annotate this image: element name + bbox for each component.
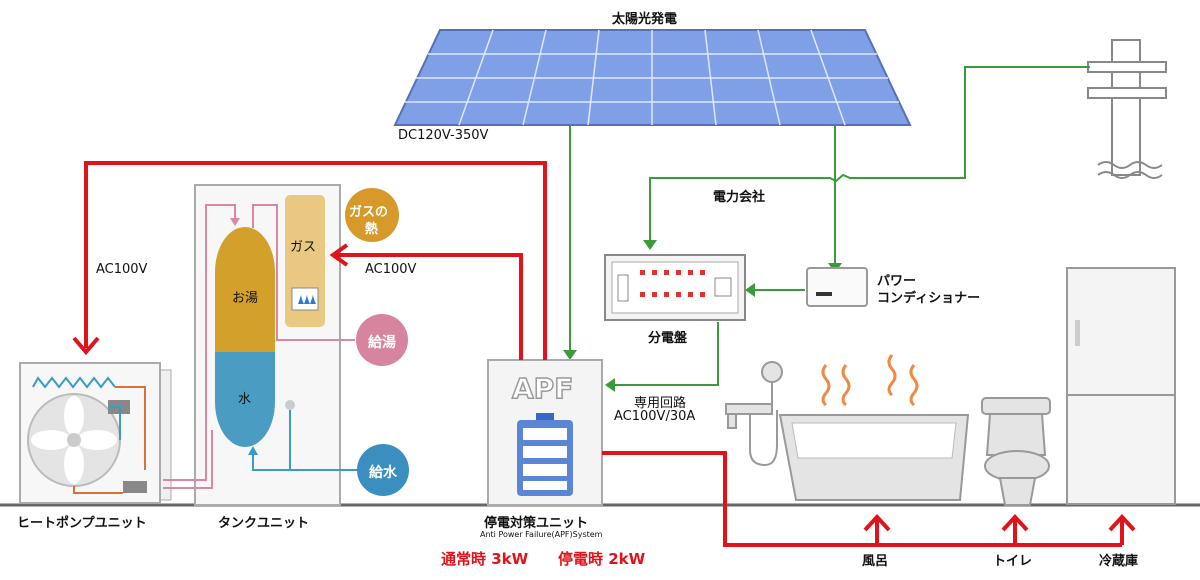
utility-pole-icon <box>1087 39 1167 179</box>
water-supply-circle <box>357 444 409 496</box>
outage-output-label: 停電時 2kW <box>558 550 646 568</box>
gas-heat-label-1: ガスの <box>349 205 389 220</box>
solar-label: 太陽光発電 <box>612 12 678 27</box>
hot-water-label: お湯 <box>232 291 259 306</box>
tank-unit-label: タンクユニット <box>218 516 310 531</box>
hot-supply-label: 給湯 <box>368 335 396 351</box>
distribution-board-label: 分電盤 <box>648 331 688 346</box>
bathtub-icon <box>778 354 970 501</box>
tank-pipes <box>163 204 360 489</box>
dedicated-circuit-label-2: AC100V/30A <box>614 409 696 424</box>
fridge-label: 冷蔵庫 <box>1099 554 1139 569</box>
toilet-label: トイレ <box>993 554 1033 569</box>
refrigerator-icon <box>1066 267 1176 505</box>
red-arrowheads <box>72 243 1136 532</box>
gas-heat-label-2: 熱 <box>365 222 379 237</box>
power-conditioner-icon <box>806 267 868 307</box>
dc-voltage-label: DC120V-350V <box>398 128 489 143</box>
power-company-label: 電力会社 <box>713 190 766 205</box>
apf-unit-icon <box>487 359 603 506</box>
solar-panel-icon <box>393 29 912 126</box>
tank-unit-icon <box>194 184 341 506</box>
gas-heat-circle <box>345 188 399 242</box>
heat-pump-unit-label: ヒートポンプユニット <box>17 516 147 531</box>
water-supply-label: 給水 <box>369 465 397 481</box>
normal-output-label: 通常時 3kW <box>441 550 529 568</box>
water-label: 水 <box>238 392 252 407</box>
apf-subtitle: Anti Power Failure(APF)System <box>480 530 603 539</box>
toilet-icon <box>981 397 1051 506</box>
power-conditioner-label-2: コンディショナー <box>877 291 981 306</box>
shower-icon <box>725 361 783 467</box>
apf-unit-label: 停電対策ユニット <box>484 516 589 531</box>
ac100v-left-label: AC100V <box>96 262 148 277</box>
apf-logo: APF <box>511 371 574 406</box>
ac100v-tank-label: AC100V <box>365 262 417 277</box>
green-power-lines <box>563 66 1090 392</box>
hot-supply-circle <box>356 314 408 366</box>
heat-pump-unit-icon <box>19 362 172 504</box>
dedicated-circuit-label-1: 専用回路 <box>634 396 687 411</box>
power-conditioner-label-1: パワー <box>877 274 917 289</box>
gas-label: ガス <box>290 240 317 255</box>
bath-label: 風呂 <box>862 554 889 569</box>
red-power-lines <box>84 161 1124 547</box>
distribution-board-icon <box>604 254 746 321</box>
